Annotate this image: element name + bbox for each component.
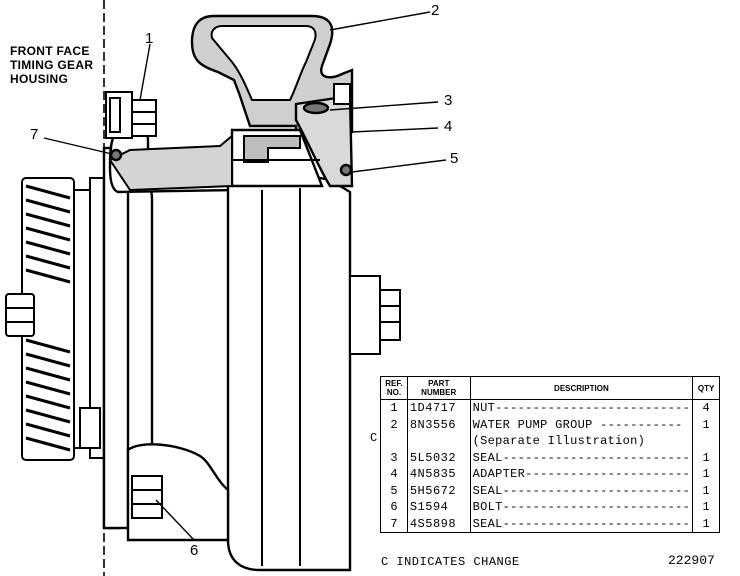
row-part-number: 4S5898 bbox=[407, 515, 471, 533]
row-qty: 1 bbox=[692, 482, 720, 499]
drawing-number: 222907 bbox=[668, 553, 715, 568]
callout-4: 4 bbox=[444, 118, 453, 135]
table-row: 6 S1594 BOLT------------------------- 1 bbox=[380, 499, 720, 516]
row-qty bbox=[692, 433, 720, 450]
row-qty: 1 bbox=[692, 499, 720, 516]
housing-label-line-1: FRONT FACE bbox=[10, 44, 90, 58]
row-ref: 1 bbox=[380, 399, 408, 417]
callout-3: 3 bbox=[444, 92, 453, 109]
row-part-number: 5H5672 bbox=[407, 482, 471, 499]
callout-5: 5 bbox=[450, 150, 459, 167]
row-description: SEAL------------------------- bbox=[470, 482, 694, 499]
row-part-number: S1594 bbox=[407, 499, 471, 516]
bolt-6 bbox=[131, 475, 163, 519]
row-ref: 7 bbox=[380, 515, 408, 533]
row-part-number: 5L5032 bbox=[407, 449, 471, 466]
timing-gear bbox=[5, 177, 105, 461]
row-part-number: 4N5835 bbox=[407, 466, 471, 483]
table-row: 1 1D4717 NUT-------------------------- 4 bbox=[380, 399, 720, 417]
callout-2: 2 bbox=[431, 2, 440, 19]
table-row: (Separate Illustration) bbox=[380, 433, 720, 450]
housing-label: FRONT FACE TIMING GEAR HOUSING bbox=[10, 44, 93, 86]
row-description: SEAL------------------------- bbox=[470, 515, 694, 533]
row-ref: 5 bbox=[380, 482, 408, 499]
row-ref: 2 bbox=[380, 416, 408, 433]
row-part-number: 8N3556 bbox=[407, 416, 471, 433]
row-ref: 4 bbox=[380, 466, 408, 483]
table-row: 5 5H5672 SEAL------------------------- 1 bbox=[380, 482, 720, 499]
table-row: 4 4N5835 ADAPTER---------------------- 1 bbox=[380, 466, 720, 483]
row-qty: 1 bbox=[692, 515, 720, 533]
right-bolt bbox=[349, 275, 401, 355]
table-row: 7 4S5898 SEAL------------------------- 1 bbox=[380, 515, 720, 533]
water-pump-group-section bbox=[108, 14, 354, 192]
row-qty: 1 bbox=[692, 466, 720, 483]
row-qty: 1 bbox=[692, 416, 720, 433]
lower-left-bolt bbox=[79, 407, 101, 449]
callout-6: 6 bbox=[190, 542, 199, 559]
housing-label-line-3: HOUSING bbox=[10, 72, 69, 86]
row-description: WATER PUMP GROUP ----------- bbox=[470, 416, 694, 433]
row-description: NUT-------------------------- bbox=[470, 399, 694, 417]
housing-label-line-2: TIMING GEAR bbox=[10, 58, 94, 72]
nut-1 bbox=[105, 91, 157, 139]
header-description: DESCRIPTION bbox=[469, 376, 694, 400]
row-part-number: 1D4717 bbox=[407, 399, 471, 417]
header-ref: REF.NO. bbox=[380, 376, 408, 400]
row-description: BOLT------------------------- bbox=[470, 499, 694, 516]
row-description: SEAL------------------------- bbox=[470, 449, 694, 466]
row-qty: 4 bbox=[692, 399, 720, 417]
header-qty: QTY bbox=[692, 376, 720, 400]
table-row: 3 5L5032 SEAL------------------------- 1 bbox=[380, 449, 720, 466]
callout-1: 1 bbox=[145, 30, 154, 47]
callout-7: 7 bbox=[30, 126, 39, 143]
change-note: C INDICATES CHANGE bbox=[381, 555, 520, 569]
leader-lines bbox=[43, 11, 447, 541]
row-part-number bbox=[407, 433, 471, 450]
row-qty: 1 bbox=[692, 449, 720, 466]
change-marker: C bbox=[370, 431, 378, 445]
table-row: 2 8N3556 WATER PUMP GROUP ----------- 1 bbox=[380, 416, 720, 433]
row-ref: 3 bbox=[380, 449, 408, 466]
row-ref: 6 bbox=[380, 499, 408, 516]
row-ref bbox=[380, 433, 408, 450]
row-description: (Separate Illustration) bbox=[470, 433, 694, 450]
row-description: ADAPTER---------------------- bbox=[470, 466, 694, 483]
